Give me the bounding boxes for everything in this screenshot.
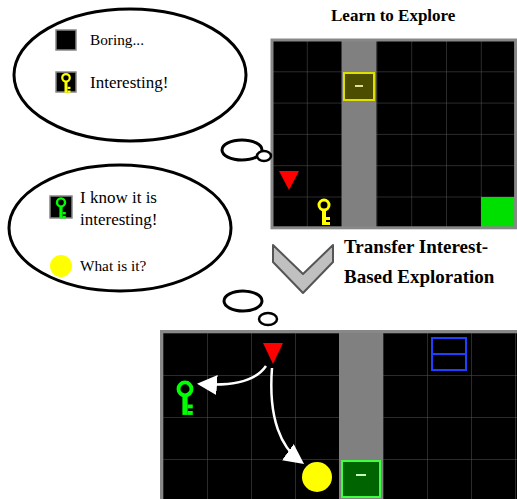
grid bbox=[272, 40, 516, 228]
door-handle bbox=[355, 85, 363, 87]
bubble-text: Interesting! bbox=[90, 72, 230, 94]
ball-icon bbox=[50, 255, 72, 277]
bubble-text: I know it is interesting! bbox=[80, 187, 192, 231]
panel-title: Learn to Explore bbox=[331, 6, 455, 26]
thought-trail bbox=[257, 151, 271, 161]
key-cell-icon bbox=[56, 72, 76, 92]
wall bbox=[342, 40, 377, 228]
agent bbox=[279, 171, 299, 190]
thought-trail bbox=[259, 313, 277, 325]
empty-cell-icon bbox=[56, 30, 76, 50]
goal bbox=[481, 197, 515, 227]
key-cell-icon bbox=[50, 196, 72, 218]
exploration-arrow bbox=[202, 366, 266, 384]
grid bbox=[163, 333, 517, 499]
bottom-gridworld bbox=[162, 332, 517, 499]
green-door bbox=[342, 461, 380, 497]
yellow-door bbox=[344, 73, 374, 100]
green-key bbox=[179, 382, 193, 415]
yellow-key bbox=[319, 200, 330, 225]
thought-bubble: I know it is interesting! What is it? bbox=[7, 163, 233, 293]
agent bbox=[263, 343, 283, 364]
transfer-chevron bbox=[273, 245, 333, 293]
bubble-ellipse bbox=[9, 165, 231, 291]
grid-border bbox=[272, 40, 516, 228]
top-gridworld bbox=[272, 40, 516, 228]
thought-bubble: Boring... Interesting! bbox=[12, 7, 248, 143]
grid-border bbox=[162, 332, 517, 499]
bubble-text: Boring... bbox=[90, 29, 230, 51]
door-handle bbox=[356, 474, 366, 476]
door-bar bbox=[432, 353, 466, 355]
green-key-icon bbox=[57, 198, 66, 218]
transfer-label: Transfer Interest-Based Exploration bbox=[344, 232, 509, 292]
yellow-key-icon bbox=[62, 74, 70, 93]
exploration-arrow bbox=[271, 368, 300, 461]
thought-trail bbox=[224, 291, 262, 311]
yellow-ball bbox=[302, 462, 332, 492]
bubble-text: What is it? bbox=[80, 255, 200, 277]
bubble-ellipse bbox=[14, 9, 246, 141]
blue-door bbox=[432, 338, 466, 370]
wall bbox=[339, 333, 383, 499]
